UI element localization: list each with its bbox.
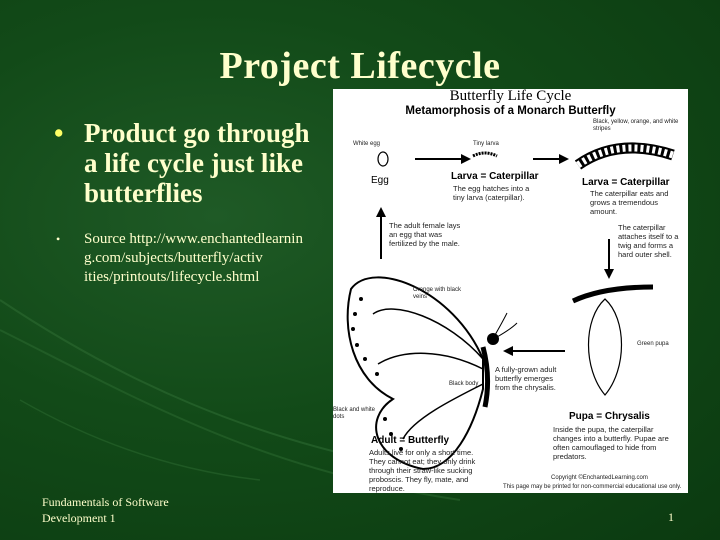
black-body-note: Black body — [449, 381, 479, 387]
stripes-note: Black, yellow, orange, and white stripes — [593, 119, 679, 132]
egg-label: Egg — [371, 175, 389, 186]
big-larva-description: The caterpillar eats and grows a tremend… — [590, 189, 669, 216]
adult-label: Adult = Butterfly — [371, 435, 450, 446]
emerge-description: A fully-grown adult butterfly emerges fr… — [495, 365, 557, 392]
larva-label: Larva = Caterpillar — [451, 171, 539, 182]
tiny-larva-note: Tiny larva — [473, 141, 499, 147]
spots-note: Black and white dots — [333, 407, 376, 420]
bullet-dot-icon: • — [54, 118, 64, 148]
copyright-note: This page may be printed for non-commerc… — [503, 484, 682, 490]
caterpillar-attaches-description: The caterpillar attaches itself to a twi… — [618, 223, 679, 259]
green-pupa-note: Green pupa — [637, 341, 669, 347]
adult-description: Adults live for only a short time. They … — [369, 448, 476, 493]
egg-note: White egg — [353, 141, 381, 147]
big-larva-label: Larva = Caterpillar — [582, 177, 670, 188]
life-cycle-drawing — [346, 142, 675, 471]
footer-line-2: Development 1 — [42, 511, 116, 525]
pupa-label: Pupa = Chrysalis — [569, 411, 650, 422]
copyright: Copyright ©EnchantedLearning.com — [551, 475, 648, 481]
page-number: 1 — [668, 510, 674, 524]
bullet-item: • Product go through a life cycle just l… — [52, 118, 322, 208]
bullet-item: • Source http://www.enchantedlearnin g.c… — [52, 230, 322, 287]
pupa-description: Inside the pupa, the caterpillar changes… — [553, 425, 669, 461]
wing-note: Orange with black veins — [413, 287, 462, 300]
bullet-dot-icon: • — [56, 232, 61, 246]
butterfly-life-cycle-image: Butterfly Life Cycle Metamorphosis of a … — [333, 89, 688, 493]
larva-description: The egg hatches into a tiny larva (cater… — [453, 184, 530, 202]
footer-line-1: Fundamentals of Software — [42, 495, 169, 509]
adult-lays-description: The adult female lays an egg that was fe… — [389, 221, 461, 248]
diagram-title: Butterfly Life Cycle — [449, 89, 572, 104]
bullet-list: • Product go through a life cycle just l… — [52, 118, 322, 287]
bullet-text: Product go through a life cycle just lik… — [84, 118, 310, 208]
footer-course-name: Fundamentals of Software Development 1 — [42, 494, 169, 526]
slide-title: Project Lifecycle — [219, 45, 501, 87]
source-text: Source http://www.enchantedlearnin g.com… — [84, 231, 303, 285]
diagram-subtitle: Metamorphosis of a Monarch Butterfly — [405, 105, 616, 117]
